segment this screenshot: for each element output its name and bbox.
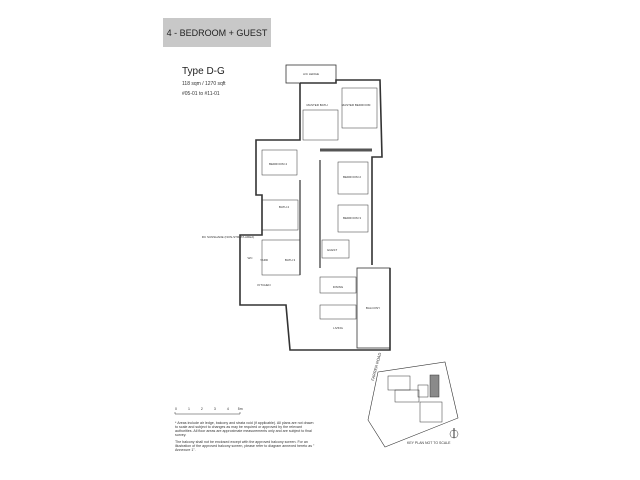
room-label: BALCONY	[366, 306, 380, 310]
banner-title: 4 - BEDROOM + GUEST	[166, 27, 268, 38]
guest-bed	[321, 239, 350, 259]
notes: * Areas include air ledge, balcony and s…	[175, 421, 315, 455]
room-label: BEDROOM 4	[269, 162, 287, 166]
keyplan-site	[367, 361, 459, 448]
keyplan-caption: KEY PLAN NOT TO SCALE	[407, 441, 451, 445]
master-bed	[341, 87, 378, 129]
master-bath-area	[302, 109, 339, 141]
room-label: LIVING	[333, 326, 344, 330]
sunshade-label: RC SUNSHADE (NON-STRATA AREA)	[202, 235, 254, 239]
room-label: MASTER BEDROOM	[342, 103, 371, 107]
scale-bar	[174, 412, 241, 415]
wall-west	[239, 83, 391, 351]
room-label: MASTER BATH	[306, 103, 327, 107]
balcony-outline	[356, 267, 391, 349]
room-label: GUEST	[327, 248, 338, 252]
room-label: BATH 3	[285, 258, 296, 262]
room-label: A/C LEDGE	[303, 72, 319, 76]
room-label: BEDROOM 3	[343, 216, 361, 220]
wall-east	[300, 79, 383, 265]
note: * Areas include air ledge, balcony and s…	[175, 421, 314, 437]
unit-type: Type D-G	[182, 66, 225, 77]
unit-category-banner: 4 - BEDROOM + GUEST	[163, 18, 271, 47]
room-label: WC	[248, 256, 254, 260]
room-label: BEDROOM 2	[343, 175, 361, 179]
room-label: KITCHEN	[257, 283, 270, 287]
dining-table	[319, 276, 357, 294]
room-label: DINING	[333, 285, 344, 289]
room-label: YARD	[260, 258, 269, 262]
room-label: BATH 2	[279, 205, 290, 209]
bed3	[337, 204, 369, 233]
keyplan-highlight	[429, 374, 440, 398]
bed2	[337, 161, 369, 195]
unit-area: 118 sqm / 1270 sqft	[182, 81, 226, 87]
bed4	[261, 149, 298, 176]
bath2-area	[261, 199, 299, 231]
note: The balcony shall not be enclosed except…	[175, 440, 315, 452]
sofa	[319, 304, 357, 320]
unit-numbers: #05-01 to #11-01	[182, 91, 220, 97]
